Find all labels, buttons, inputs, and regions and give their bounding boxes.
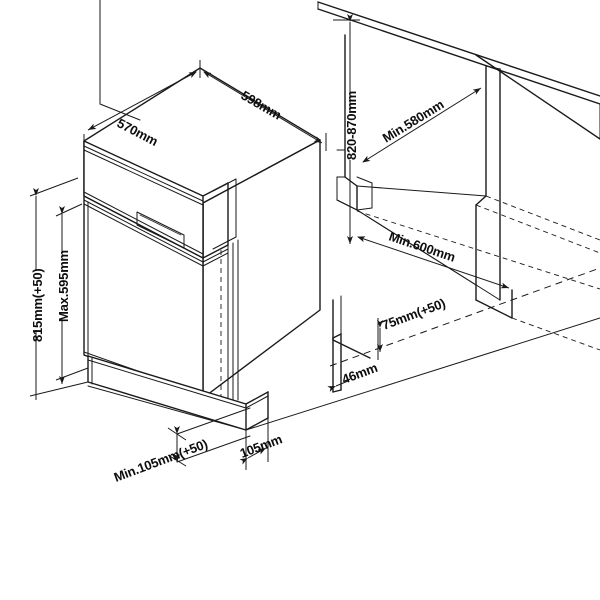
dimension-label-min-105mm: Min.105mm(+50)	[112, 436, 210, 485]
control-panel-side-return	[202, 178, 237, 259]
plinth-kick-panel	[87, 355, 269, 431]
niche-notch-detail	[356, 176, 373, 211]
dimension-595mm: Max.595mm	[55, 203, 89, 384]
dimension-label-min-580mm: Min.580mm	[380, 97, 447, 146]
niche-base-recess	[332, 295, 371, 359]
appliance-right-edge-mullion	[202, 239, 239, 405]
cabinet-right-wall	[475, 65, 513, 319]
kitchen-worktop-slab	[317, 1, 600, 140]
dimension-min-600mm: Min.600mm	[357, 229, 510, 289]
dimension-label-815mm: 815mm(+50)	[30, 268, 45, 342]
door-handle-recess[interactable]	[136, 211, 185, 249]
dimension-label-105mm: 105mm	[238, 431, 284, 460]
dimension-75mm: 75mm(+50)	[329, 267, 600, 367]
dimension-label-595mm: Max.595mm	[56, 250, 71, 322]
dimension-815mm: 815mm(+50)	[29, 177, 89, 400]
dimension-820-870mm: 820-870mm	[333, 14, 360, 244]
dimension-min-580mm: Min.580mm	[362, 87, 482, 163]
dimension-label-min-600mm: Min.600mm	[387, 229, 457, 265]
dimension-label-820-870mm: 820-870mm	[344, 91, 359, 160]
dimension-label-46mm: 46mm	[340, 360, 380, 387]
